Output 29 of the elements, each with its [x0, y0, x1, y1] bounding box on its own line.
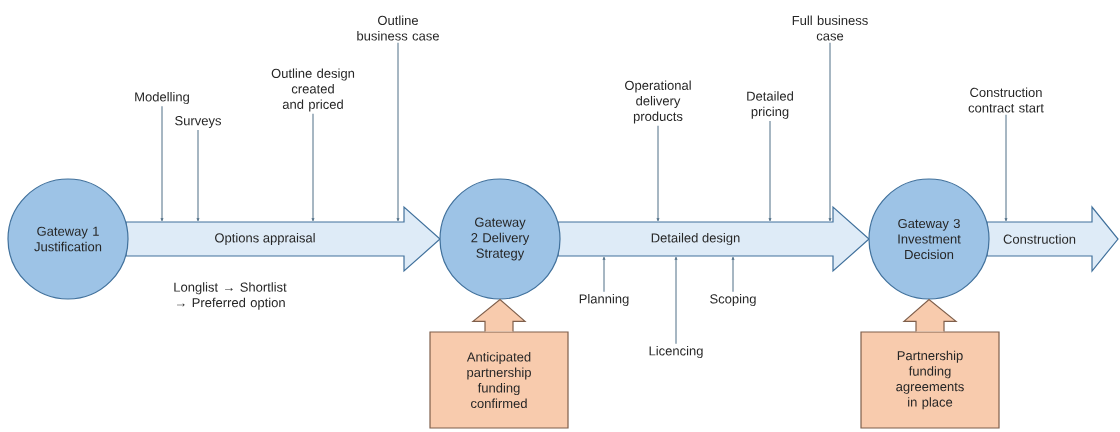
leader-arrow: [768, 120, 772, 222]
leader-arrow: [160, 105, 164, 222]
block-arrow: [557, 205, 870, 273]
annotation-text: Detailed pricing: [747, 91, 793, 119]
caption-text: Longlist → Shortlist → Preferred option: [174, 282, 287, 310]
annotation-text: Scoping: [710, 293, 756, 307]
leader-arrow: [828, 42, 832, 222]
note-box: Partnership funding agreements in place: [860, 331, 1000, 429]
annotation-text: Full business case: [792, 15, 868, 41]
annotation-text: Construction contract start: [968, 87, 1044, 113]
leader-arrow: [674, 256, 678, 345]
annotation-text: Licencing: [649, 345, 703, 359]
leader-arrow: [656, 125, 660, 222]
leader-arrow: [602, 256, 606, 293]
annotation-text: Operational delivery products: [625, 80, 691, 124]
edge-label: Construction: [1002, 233, 1077, 245]
leader-arrow: [396, 42, 400, 222]
leader-arrow: [196, 129, 200, 222]
annotation-text: Surveys: [175, 116, 221, 128]
annotation-text: Outline business case: [357, 15, 439, 41]
block-arrow: [902, 298, 958, 332]
leader-arrow: [731, 256, 735, 293]
note-box: Anticipated partnership funding confirmed: [429, 331, 569, 429]
annotation-text: Outline design created and priced: [271, 68, 355, 112]
block-arrow: [471, 298, 527, 332]
leader-arrow: [311, 113, 315, 222]
leader-arrow: [1004, 114, 1008, 222]
annotation-text: Planning: [579, 293, 629, 307]
annotation-text: Modelling: [135, 91, 189, 105]
